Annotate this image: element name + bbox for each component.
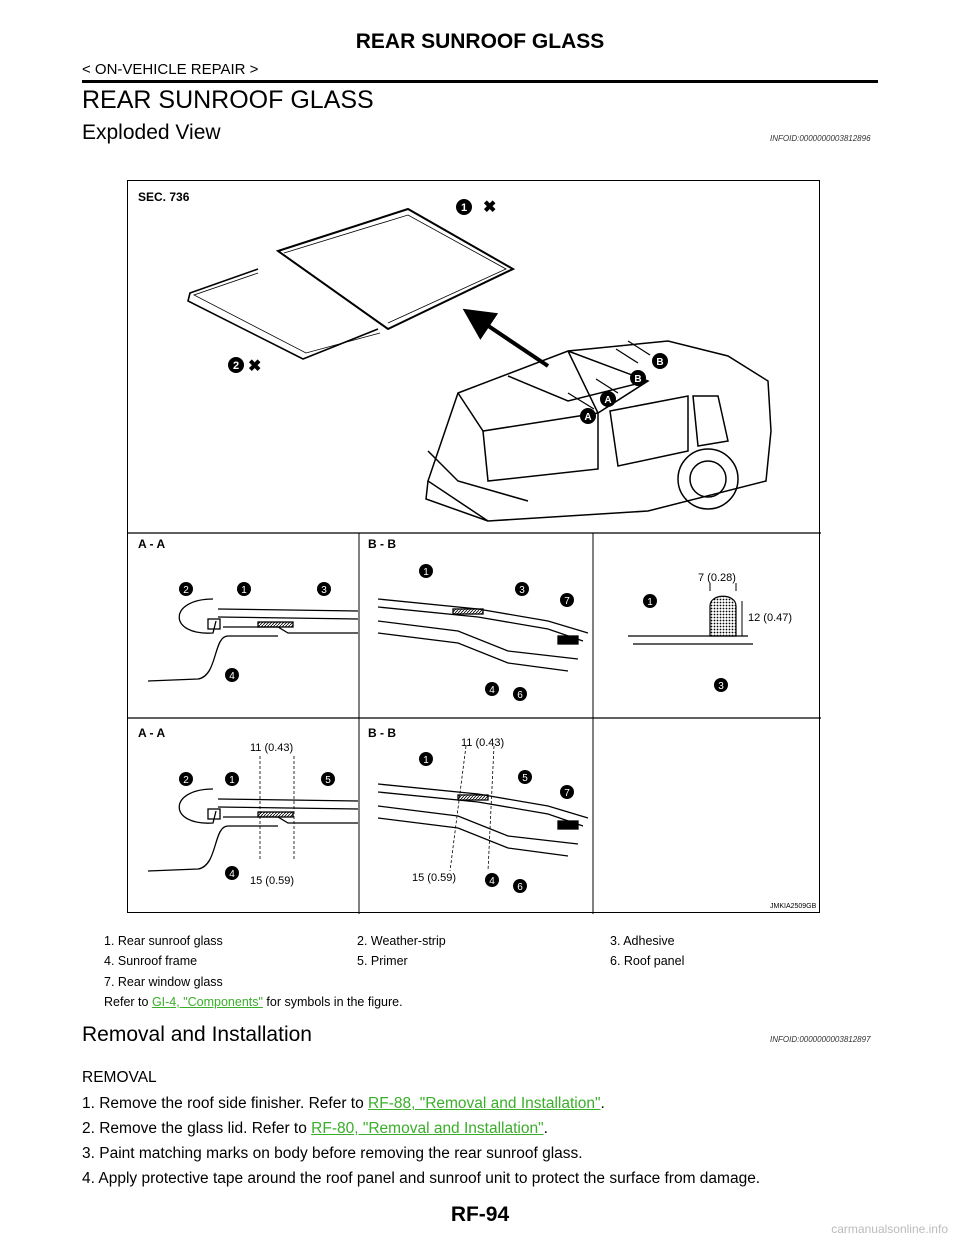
callout-1-top: 1 (461, 202, 467, 214)
page-heading: REAR SUNROOF GLASS (82, 86, 374, 114)
callout-3-bb1: 3 (519, 585, 525, 596)
step-1-text: 1. Remove the roof side finisher. Refer … (82, 1095, 369, 1112)
step-2-end: . (543, 1120, 548, 1137)
callout-4-bb1: 4 (489, 685, 495, 696)
dim-bead-width: 7 (0.28) (698, 572, 736, 584)
watermark: carmanualsonline.info (831, 1222, 948, 1236)
callout-7-bb1: 7 (564, 596, 570, 607)
callout-4-bb2: 4 (489, 876, 495, 887)
rf-80-link[interactable]: RF-80, "Removal and Installation" (311, 1120, 544, 1137)
legend-item-1: 1. Rear sunroof glass (104, 934, 223, 948)
callout-4-aa1: 4 (229, 671, 235, 682)
section-aa-detail-top (147, 598, 359, 682)
dim-primer-width: 11 (0.43) (250, 742, 293, 754)
weather-strip-drawing (187, 268, 381, 360)
exploded-view-diagram: SEC. 736 (128, 190, 821, 914)
refer-suffix: for symbols in the figure. (262, 995, 403, 1009)
dim-bead-height: 12 (0.47) (748, 612, 792, 624)
callout-5-bb2: 5 (522, 773, 528, 784)
callout-1-bb1: 1 (423, 567, 429, 578)
exploded-view-figure: SEC. 736 (127, 180, 821, 914)
callout-2-top: 2 (233, 360, 239, 372)
section-bb-detail-top (377, 598, 589, 672)
step-3: 3. Paint matching marks on body before r… (82, 1145, 583, 1162)
rf-88-link[interactable]: RF-88, "Removal and Installation" (368, 1095, 601, 1112)
section-heading-removal: Removal and Installation (82, 1023, 312, 1046)
callout-3-aa1: 3 (321, 585, 327, 596)
not-reusable-icon-2: ✖ (248, 358, 261, 375)
callout-4-aa2: 4 (229, 869, 235, 880)
step-2-text: 2. Remove the glass lid. Refer to (82, 1120, 312, 1137)
dim-adhesive-width: 15 (0.59) (250, 875, 294, 887)
rear-sunroof-glass-drawing (275, 207, 516, 331)
refer-prefix: Refer to (104, 995, 152, 1009)
running-header-section: < ON-VEHICLE REPAIR > (82, 61, 259, 78)
legend-item-7: 7. Rear window glass (104, 975, 223, 989)
dim-primer-width-bb: 11 (0.43) (461, 737, 504, 749)
callout-1-aa1: 1 (241, 585, 247, 596)
callout-1-bead: 1 (647, 597, 653, 608)
panel-label-bb-2: B - B (368, 726, 396, 740)
callout-2-aa1: 2 (183, 585, 189, 596)
callout-7-bb2: 7 (564, 788, 570, 799)
step-1-end: . (600, 1095, 605, 1112)
running-header-title: REAR SUNROOF GLASS (355, 30, 605, 53)
callout-1-bb2: 1 (423, 755, 429, 766)
callout-2-aa2: 2 (183, 775, 189, 786)
callout-6-bb1: 6 (517, 690, 523, 701)
vehicle-drawing (425, 340, 772, 522)
not-reusable-icon: ✖ (483, 199, 496, 216)
panel-label-aa-1: A - A (138, 537, 165, 551)
infoid-exploded: INFOID:0000000003812896 (770, 134, 871, 143)
legend-item-3: 3. Adhesive (610, 934, 675, 948)
infoid-removal: INFOID:0000000003812897 (770, 1035, 871, 1044)
section-number-label: SEC. 736 (138, 190, 190, 204)
section-marker-a1: A (584, 412, 591, 423)
section-marker-b2: B (656, 357, 663, 368)
gi-4-components-link[interactable]: GI-4, "Components" (151, 995, 263, 1009)
legend-item-5: 5. Primer (357, 954, 408, 968)
callout-5-aa2: 5 (325, 775, 331, 786)
page-number: RF-94 (450, 1203, 510, 1226)
callout-1-aa2: 1 (229, 775, 235, 786)
adhesive-bead-detail (628, 583, 753, 645)
dim-adhesive-width-bb: 15 (0.59) (412, 872, 456, 884)
section-aa-detail-bottom (147, 756, 359, 872)
step-2: 2. Remove the glass lid. Refer to RF-80,… (82, 1120, 548, 1138)
legend-item-2: 2. Weather-strip (357, 934, 446, 948)
legend-refer-note: Refer to GI-4, "Components" for symbols … (104, 995, 403, 1009)
legend-item-6: 6. Roof panel (610, 954, 685, 968)
removal-subheading: REMOVAL (82, 1069, 157, 1086)
callout-3-bead: 3 (718, 681, 724, 692)
section-marker-a2: A (604, 395, 611, 406)
section-marker-b1: B (634, 374, 641, 385)
legend-item-4: 4. Sunroof frame (104, 954, 198, 968)
section-markers (567, 340, 651, 410)
figure-code: JMKIA2509GB (770, 903, 817, 910)
callout-6-bb2: 6 (517, 882, 523, 893)
installation-arrow (462, 308, 550, 368)
panel-label-aa-2: A - A (138, 726, 165, 740)
step-4: 4. Apply protective tape around the roof… (82, 1170, 761, 1187)
section-heading-exploded: Exploded View (82, 121, 221, 144)
panel-label-bb-1: B - B (368, 537, 396, 551)
section-bb-detail-bottom (377, 745, 589, 872)
header-rule (82, 80, 878, 83)
step-1: 1. Remove the roof side finisher. Refer … (82, 1095, 605, 1113)
